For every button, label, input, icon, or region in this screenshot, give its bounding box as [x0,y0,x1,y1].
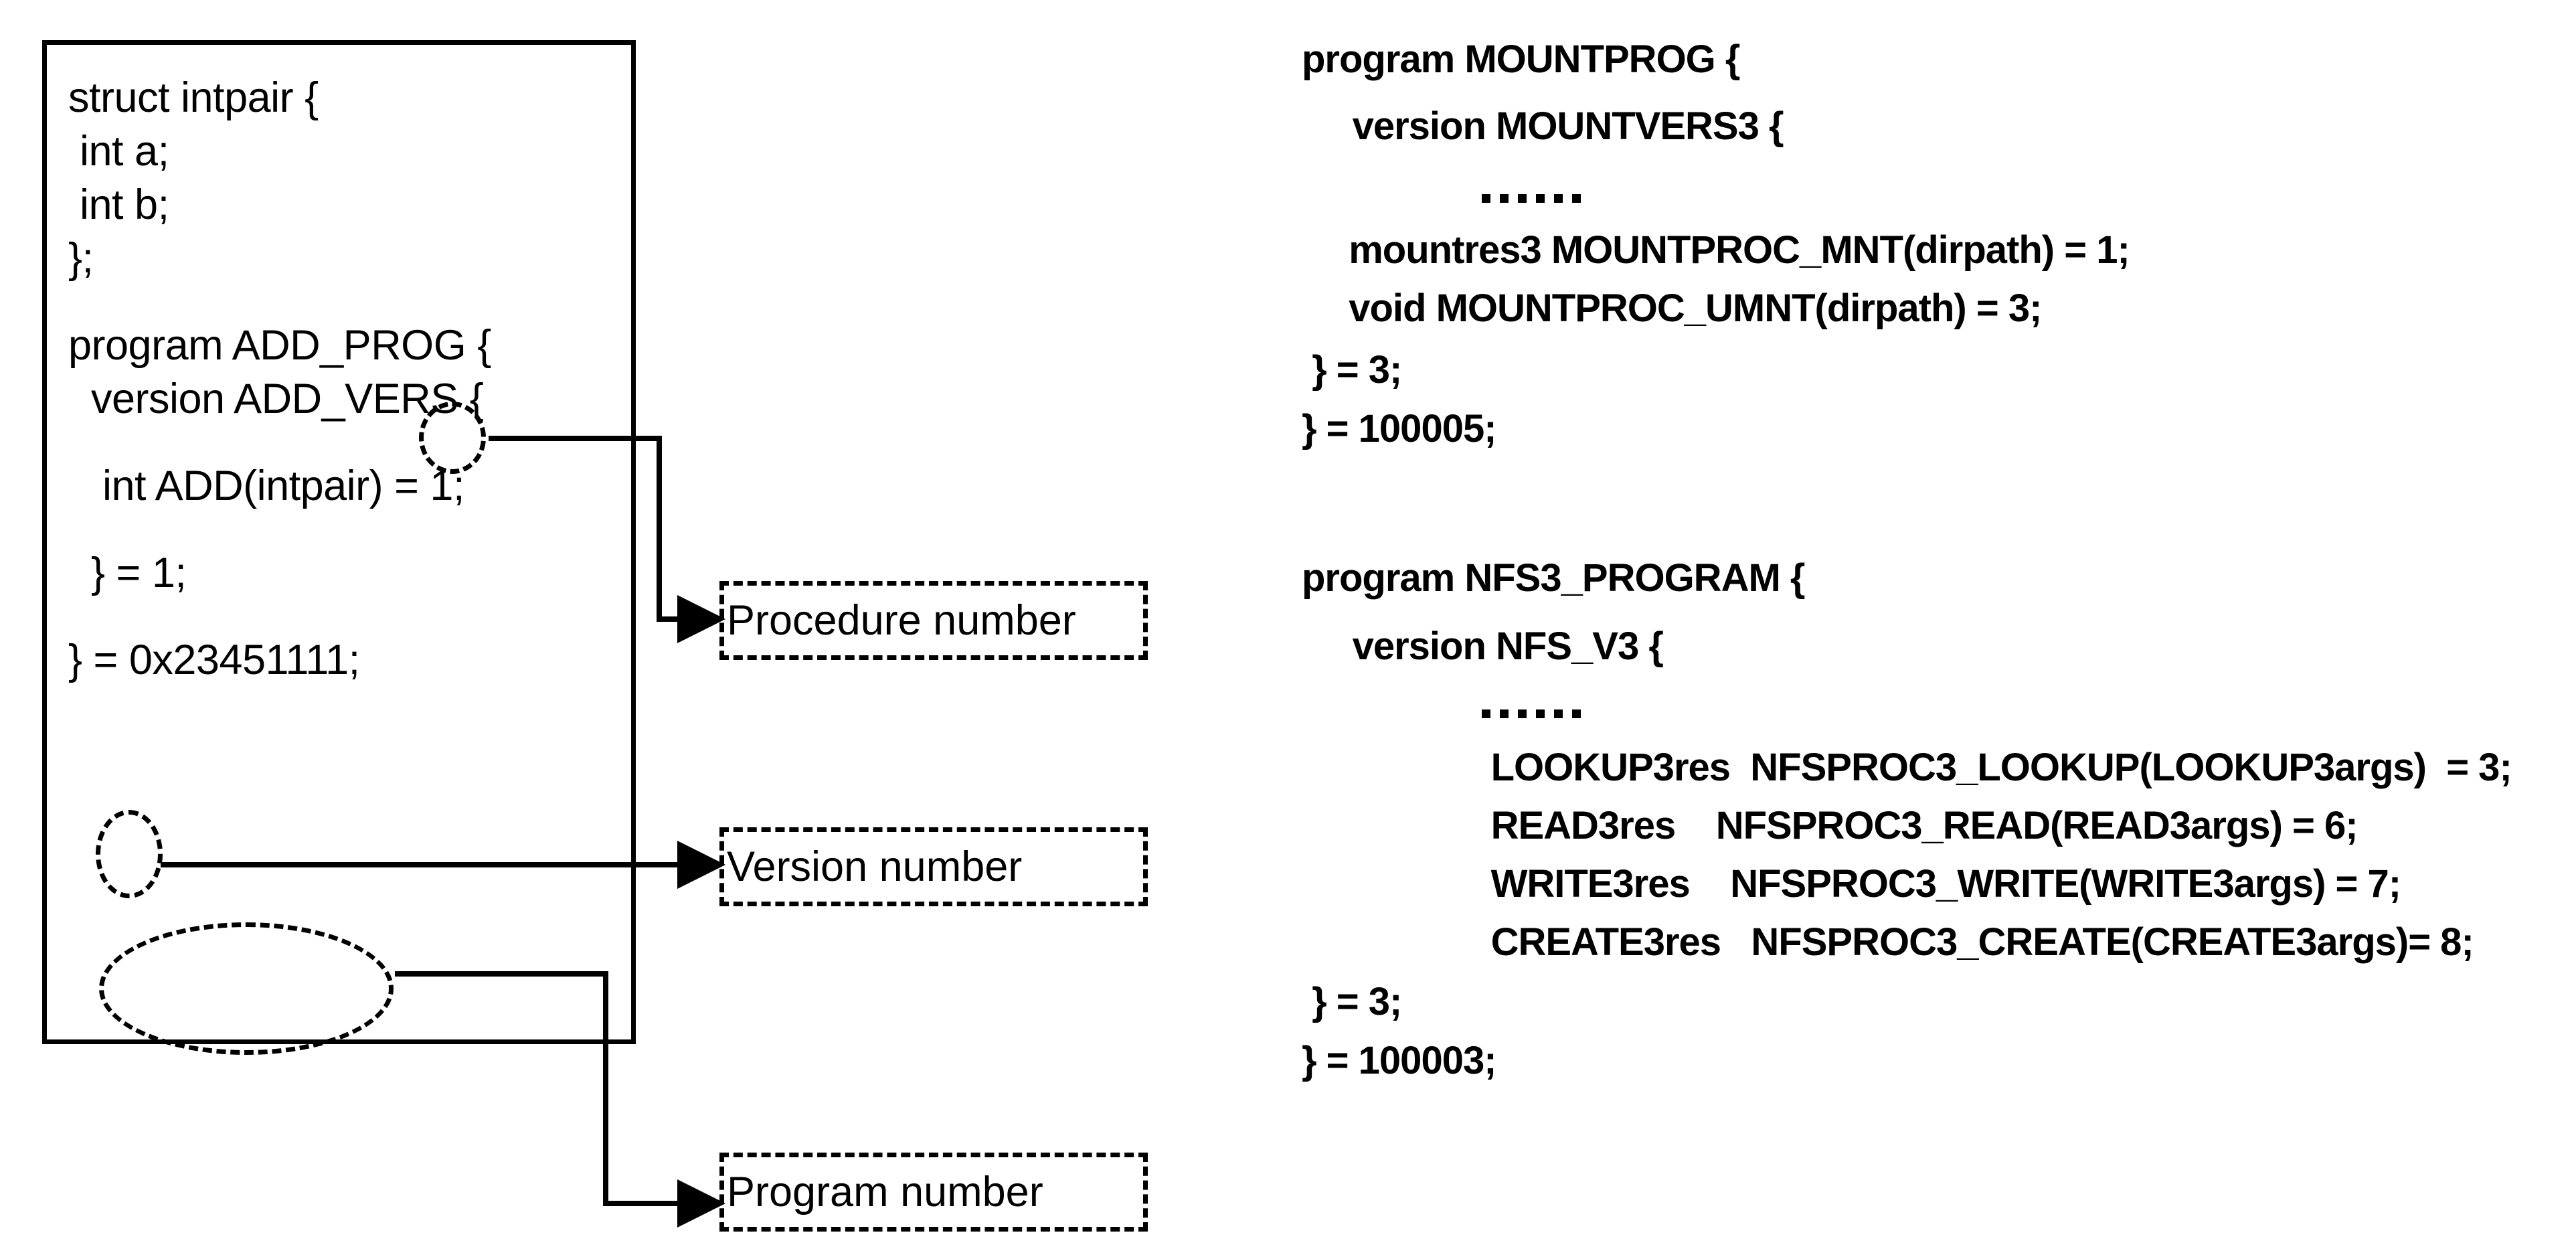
label-box-program-number: Program number [719,1153,1148,1232]
code-line-procedure-add: int ADD(intpair) = 1; [68,463,464,509]
code-line-struct-close: }; [68,235,94,282]
nfs-line-proc-lookup: LOOKUP3res NFSPROC3_LOOKUP(LOOKUP3args) … [1440,746,2512,789]
nfs-line-proc-read: READ3res NFSPROC3_READ(READ3args) = 6; [1440,804,2358,847]
mount-line-version-close: } = 3; [1302,348,1402,392]
label-box-version-number: Version number [719,827,1148,906]
nfs-line-proc-write: WRITE3res NFSPROC3_WRITE(WRITE3args) = 7… [1440,862,2402,906]
nfs-line-program-open: program NFS3_PROGRAM { [1302,556,1805,600]
mount-ellipsis-icon [1482,194,1581,203]
mount-line-program-close: } = 100005; [1302,407,1497,450]
nfs-line-proc-create: CREATE3res NFSPROC3_CREATE(CREATE3args)=… [1440,920,2474,964]
code-line-int-a: int a; [68,128,169,175]
mount-line-version-open: version MOUNTVERS3 { [1302,104,1784,148]
label-procedure-number: Procedure number [727,596,1076,644]
label-version-number: Version number [727,843,1023,890]
label-program-number: Program number [727,1168,1043,1216]
mount-line-proc-umnt: void MOUNTPROC_UMNT(dirpath) = 3; [1328,286,2042,330]
xdr-definition-box: struct intpair { int a; int b; }; progra… [42,40,636,1044]
code-line-version-close: } = 1; [68,550,187,596]
mount-line-program-open: program MOUNTPROG { [1302,37,1740,81]
label-box-procedure-number: Procedure number [719,581,1148,660]
nfs-line-version-open: version NFS_V3 { [1302,624,1664,668]
code-line-program-open: program ADD_PROG { [68,322,491,369]
nfs-line-version-close: } = 3; [1302,980,1402,1023]
nfs-ellipsis-icon [1482,709,1581,718]
code-line-program-close: } = 0x23451111; [68,637,360,683]
code-line-version-open: version ADD_VERS { [68,375,484,422]
code-line-int-b: int b; [68,181,169,228]
mount-line-proc-mnt: mountres3 MOUNTPROC_MNT(dirpath) = 1; [1328,228,2130,272]
nfs-line-program-close: } = 100003; [1302,1039,1497,1082]
code-line-struct-open: struct intpair { [68,74,319,121]
